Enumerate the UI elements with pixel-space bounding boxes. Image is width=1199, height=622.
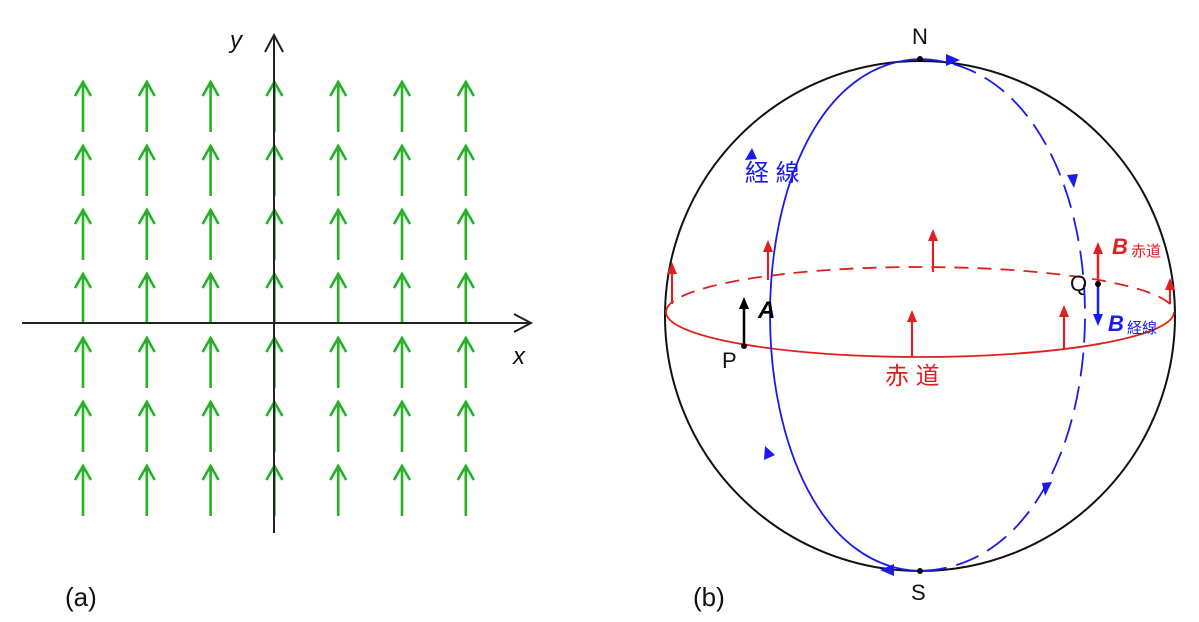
field-arrow	[137, 463, 156, 516]
equator-vector	[1165, 278, 1175, 304]
vector-b-meridian-main: B	[1108, 311, 1124, 336]
equator-vector	[763, 240, 773, 280]
field-arrow	[73, 463, 93, 516]
equator-vector	[667, 262, 677, 304]
meridian-arrowheads	[745, 54, 1078, 576]
x-axis	[22, 313, 534, 333]
field-arrow	[137, 79, 156, 132]
vector-b-meridian-sub: 経線	[1127, 320, 1157, 337]
field-arrow	[329, 271, 348, 324]
point-n-dot	[917, 56, 923, 62]
field-arrow	[73, 207, 93, 260]
vector-b-equator-sub: 赤道	[1131, 243, 1161, 260]
label-n: N	[912, 24, 928, 49]
equator-vectors	[667, 229, 1175, 357]
field-arrow	[329, 79, 348, 132]
field-arrow	[392, 79, 412, 132]
vector-b-equator-main: B	[1112, 234, 1128, 259]
field-arrow	[137, 399, 156, 452]
point-q-dot	[1095, 281, 1101, 287]
panel-b: N S P Q 経 線 赤 道 A B 赤道 B 経線 (b)	[664, 24, 1176, 612]
field-arrow	[201, 79, 220, 132]
panel-b-label: (b)	[693, 582, 725, 612]
equator-vector	[1059, 305, 1069, 350]
field-arrow	[456, 207, 475, 260]
field-arrow	[201, 463, 220, 516]
field-arrow	[456, 79, 475, 132]
field-arrow	[73, 79, 93, 132]
field-arrow	[137, 271, 156, 324]
vector-b-equator-label: B 赤道	[1112, 234, 1161, 260]
field-arrow	[392, 207, 412, 260]
vector-field-arrows	[73, 79, 475, 516]
point-p-dot	[741, 343, 747, 349]
field-arrow	[392, 399, 412, 452]
field-arrow	[137, 143, 156, 196]
label-q: Q	[1070, 271, 1087, 296]
y-axis-label: y	[228, 27, 244, 54]
point-s-dot	[917, 568, 923, 574]
field-arrow	[392, 143, 412, 196]
vector-b-meridian	[1093, 284, 1103, 326]
equator-vector	[907, 310, 917, 357]
field-arrow	[329, 335, 348, 388]
vector-b-meridian-label: B 経線	[1108, 311, 1157, 337]
field-arrow	[201, 271, 220, 324]
label-p: P	[722, 348, 737, 373]
field-arrow	[456, 335, 475, 388]
field-arrow	[137, 207, 156, 260]
field-arrow	[201, 335, 220, 388]
field-arrow	[73, 399, 93, 452]
field-arrow	[329, 399, 348, 452]
field-arrow	[137, 335, 156, 388]
field-arrow	[201, 399, 220, 452]
vector-a-label: A	[757, 297, 775, 324]
meridian-back	[919, 58, 1086, 572]
field-arrow	[329, 463, 348, 516]
label-s: S	[911, 580, 926, 605]
x-axis-label: x	[512, 343, 526, 370]
equator-label: 赤 道	[885, 363, 940, 390]
panel-a-label: (a)	[65, 582, 97, 612]
y-axis	[264, 32, 284, 533]
field-arrow	[73, 335, 93, 388]
field-arrow	[392, 335, 412, 388]
vector-b-equator	[1093, 242, 1103, 284]
field-arrow	[329, 207, 348, 260]
field-arrow	[73, 271, 93, 324]
equator-vector	[928, 229, 938, 272]
meridian-front	[769, 58, 921, 572]
field-arrow	[201, 207, 220, 260]
field-arrow	[329, 143, 348, 196]
field-arrow	[201, 143, 220, 196]
field-arrow	[456, 399, 475, 452]
field-arrow	[73, 143, 93, 196]
equator-front	[665, 311, 1175, 358]
vector-a	[739, 297, 749, 346]
panel-a: x y (a)	[22, 27, 534, 612]
field-arrow	[456, 143, 475, 196]
field-arrow	[456, 463, 475, 516]
field-arrow	[392, 463, 412, 516]
equator-back	[665, 266, 1175, 313]
meridian-label: 経 線	[745, 160, 800, 187]
field-arrow	[392, 271, 412, 324]
field-arrow	[456, 271, 475, 324]
